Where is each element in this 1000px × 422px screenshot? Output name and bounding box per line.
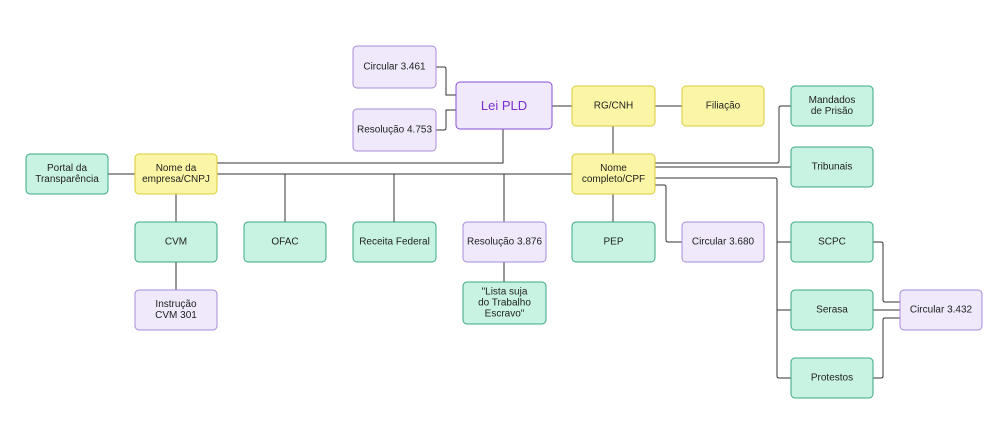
node-circ3680-box	[681, 221, 765, 263]
node-mandados-label-1: de Prisão	[811, 106, 854, 117]
node-instrucao-label-0: Instrução	[155, 299, 197, 310]
node-pep: PEP	[571, 221, 656, 263]
node-leipld-box	[455, 81, 553, 130]
node-circ3432: Circular 3.432	[899, 289, 983, 331]
node-cvm-box	[134, 221, 218, 263]
node-nomecpf-label-0: Nome	[600, 163, 627, 174]
node-receita: Receita Federal	[352, 221, 437, 263]
node-filiacao-label-0: Filiação	[706, 101, 741, 112]
node-leipld: Lei PLD	[455, 81, 553, 130]
node-serasa: Serasa	[790, 289, 874, 331]
connector-nomecpf-mandados	[655, 105, 791, 164]
connector-scpc-circ3432	[873, 241, 900, 303]
node-receita-box	[352, 221, 437, 263]
node-circ3680-label-0: Circular 3.680	[692, 237, 755, 248]
node-pep-box	[571, 221, 656, 263]
node-cvm: CVM	[134, 221, 218, 263]
node-circ3432-label-0: Circular 3.432	[910, 305, 973, 316]
node-rgcnh-label-0: RG/CNH	[594, 101, 633, 112]
node-mandados-box	[790, 85, 874, 127]
node-filiacao-box	[681, 85, 765, 127]
node-lista-box	[462, 281, 547, 325]
connector-nomecpf-circ3680	[655, 184, 682, 243]
node-resolucao3876-box	[462, 221, 547, 263]
node-res4753-box	[352, 108, 437, 152]
node-scpc: SCPC	[790, 221, 874, 263]
node-tribunais-box	[790, 146, 874, 188]
node-circ3680: Circular 3.680	[681, 221, 765, 263]
node-lista-label-1: do Trabalho	[478, 298, 531, 309]
node-instrucao-label-1: CVM 301	[155, 310, 197, 321]
node-pep-label-0: PEP	[603, 237, 623, 248]
node-leipld-label-0: Lei PLD	[481, 98, 527, 113]
node-nomecpf-label-1: completo/CPF	[582, 174, 645, 185]
node-ofac-box	[243, 221, 327, 263]
node-res4753-label-0: Resolução 4.753	[357, 125, 432, 136]
node-nomecpf-box	[571, 153, 656, 195]
node-protestos-label-0: Protestos	[811, 373, 853, 384]
node-rgcnh: RG/CNH	[571, 85, 656, 127]
node-lista-label-0: "Lista suja	[482, 287, 528, 298]
node-circ3461-box	[352, 45, 437, 89]
node-serasa-box	[790, 289, 874, 331]
connector-circ3461-leipld	[436, 66, 456, 96]
node-protestos-box	[790, 357, 874, 399]
node-rgcnh-box	[571, 85, 656, 127]
node-scpc-label-0: SCPC	[818, 237, 846, 248]
connector-nomecpf-bus-right	[655, 177, 791, 379]
node-res4753: Resolução 4.753	[352, 108, 437, 152]
node-circ3432-box	[899, 289, 983, 331]
node-resolucao3876-label-0: Resolução 3.876	[467, 237, 542, 248]
node-ofac: OFAC	[243, 221, 327, 263]
node-tribunais-label-0: Tribunais	[812, 162, 853, 173]
node-portal-label-0: Portal da	[47, 163, 87, 174]
node-empresa-label-1: empresa/CNPJ	[142, 174, 210, 185]
node-circ3461-label-0: Circular 3.461	[363, 62, 426, 73]
connector-protestos-circ3432	[873, 317, 900, 379]
connector-empresa-bus-upper	[217, 129, 504, 164]
node-tribunais: Tribunais	[790, 146, 874, 188]
node-empresa-label-0: Nome da	[156, 163, 197, 174]
node-cvm-label-0: CVM	[165, 237, 187, 248]
node-ofac-label-0: OFAC	[271, 237, 298, 248]
node-mandados-label-0: Mandados	[809, 95, 856, 106]
node-portal-box	[25, 153, 109, 195]
node-empresa-box	[134, 153, 218, 195]
node-filiacao: Filiação	[681, 85, 765, 127]
node-circ3461: Circular 3.461	[352, 45, 437, 89]
node-serasa-label-0: Serasa	[816, 305, 848, 316]
node-portal-label-1: Transparência	[35, 174, 99, 185]
node-instrucao-box	[134, 289, 218, 331]
node-receita-label-0: Receita Federal	[359, 237, 430, 248]
node-protestos: Protestos	[790, 357, 874, 399]
node-lista-label-2: Escravo"	[485, 309, 525, 320]
connector-res4753-leipld	[436, 109, 456, 131]
node-scpc-box	[790, 221, 874, 263]
node-resolucao3876: Resolução 3.876	[462, 221, 547, 263]
